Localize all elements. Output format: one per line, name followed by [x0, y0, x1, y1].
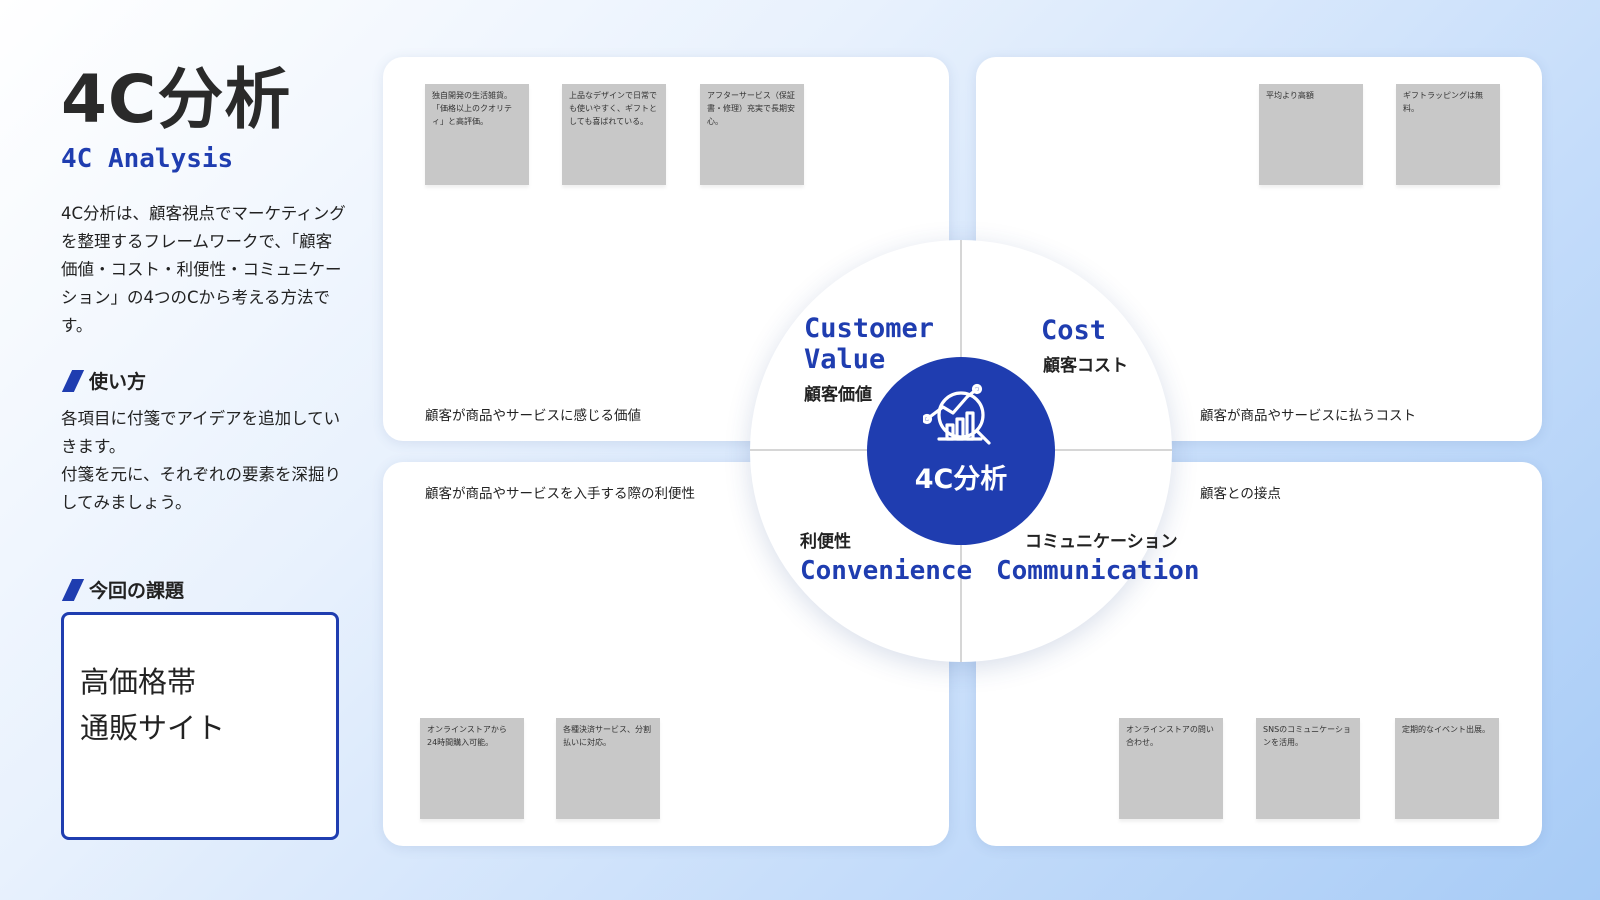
issue-line-1: 高価格帯	[80, 665, 197, 699]
sticky-note[interactable]: 各種決済サービス、分割払いに対応。	[556, 718, 660, 819]
convenience-en: Convenience	[800, 556, 973, 586]
center-label: 4C分析	[914, 464, 1008, 495]
howto-heading: 使い方	[61, 367, 146, 394]
howto-heading-label: 使い方	[89, 371, 147, 393]
sticky-note[interactable]: アフターサービス（保証書・修理）充実で長期安心。	[700, 84, 804, 185]
communication-ja: コミュニケーション	[1025, 532, 1178, 552]
quadrant-description: 顧客が商品やサービスを入手する際の利便性	[425, 486, 695, 502]
convenience-ja: 利便性	[800, 532, 851, 552]
quadrant-description: 顧客が商品やサービスに払うコスト	[1200, 408, 1416, 424]
analytics-magnifier-icon	[923, 383, 991, 445]
sticky-note[interactable]: ギフトラッピングは無料。	[1396, 84, 1500, 185]
howto-text: 各項目に付箋でアイデアを追加していきます。 付箋を元に、それぞれの要素を深掘りし…	[61, 405, 351, 517]
cost-ja: 顧客コスト	[1043, 356, 1128, 376]
page-description: 4C分析は、顧客視点でマーケティングを整理するフレームワークで、「顧客価値・コス…	[61, 204, 346, 335]
cost-en: Cost	[1041, 315, 1107, 346]
intro-panel: 4C分析 4C Analysis 4C分析は、顧客視点でマーケティングを整理する…	[61, 60, 346, 340]
quadrant-description: 顧客との接点	[1200, 486, 1281, 502]
howto-line-1: 各項目に付箋でアイデアを追加していきます。	[61, 409, 341, 456]
customer-value-en-line-1: Customer	[804, 313, 935, 344]
issue-heading: 今回の課題	[61, 576, 184, 603]
sticky-note[interactable]: オンラインストアの問い合わせ。	[1119, 718, 1223, 819]
issue-heading-label: 今回の課題	[89, 580, 185, 602]
sticky-note[interactable]: 平均より高額	[1259, 84, 1363, 185]
communication-en: Communication	[996, 556, 1200, 586]
sticky-note[interactable]: オンラインストアから24時間購入可能。	[420, 718, 524, 819]
slash-marker-icon	[61, 369, 85, 392]
howto-line-2: 付箋を元に、それぞれの要素を深掘りしてみましょう。	[61, 465, 342, 512]
customer-value-en-line-2: Value	[804, 344, 886, 375]
slash-marker-icon	[61, 578, 85, 601]
sticky-note[interactable]: 定期的なイベント出展。	[1395, 718, 1499, 819]
issue-box[interactable]: 高価格帯 通販サイト	[61, 612, 339, 840]
center-hub: 4C分析	[867, 357, 1055, 545]
sticky-note[interactable]: SNSのコミュニケーションを活用。	[1256, 718, 1360, 819]
issue-line-2: 通販サイト	[80, 711, 226, 745]
page-subtitle: 4C Analysis	[61, 144, 234, 174]
quadrant-description: 顧客が商品やサービスに感じる価値	[425, 408, 641, 424]
sticky-note[interactable]: 独自開発の生活雑貨。「価格以上のクオリティ」と高評価。	[425, 84, 529, 185]
quadrant-customer-value: 独自開発の生活雑貨。「価格以上のクオリティ」と高評価。 上品なデザインで日常でも…	[383, 57, 949, 441]
sticky-note[interactable]: 上品なデザインで日常でも使いやすく、ギフトとしても喜ばれている。	[562, 84, 666, 185]
page-title: 4C分析	[61, 61, 292, 138]
customer-value-ja: 顧客価値	[804, 385, 872, 405]
